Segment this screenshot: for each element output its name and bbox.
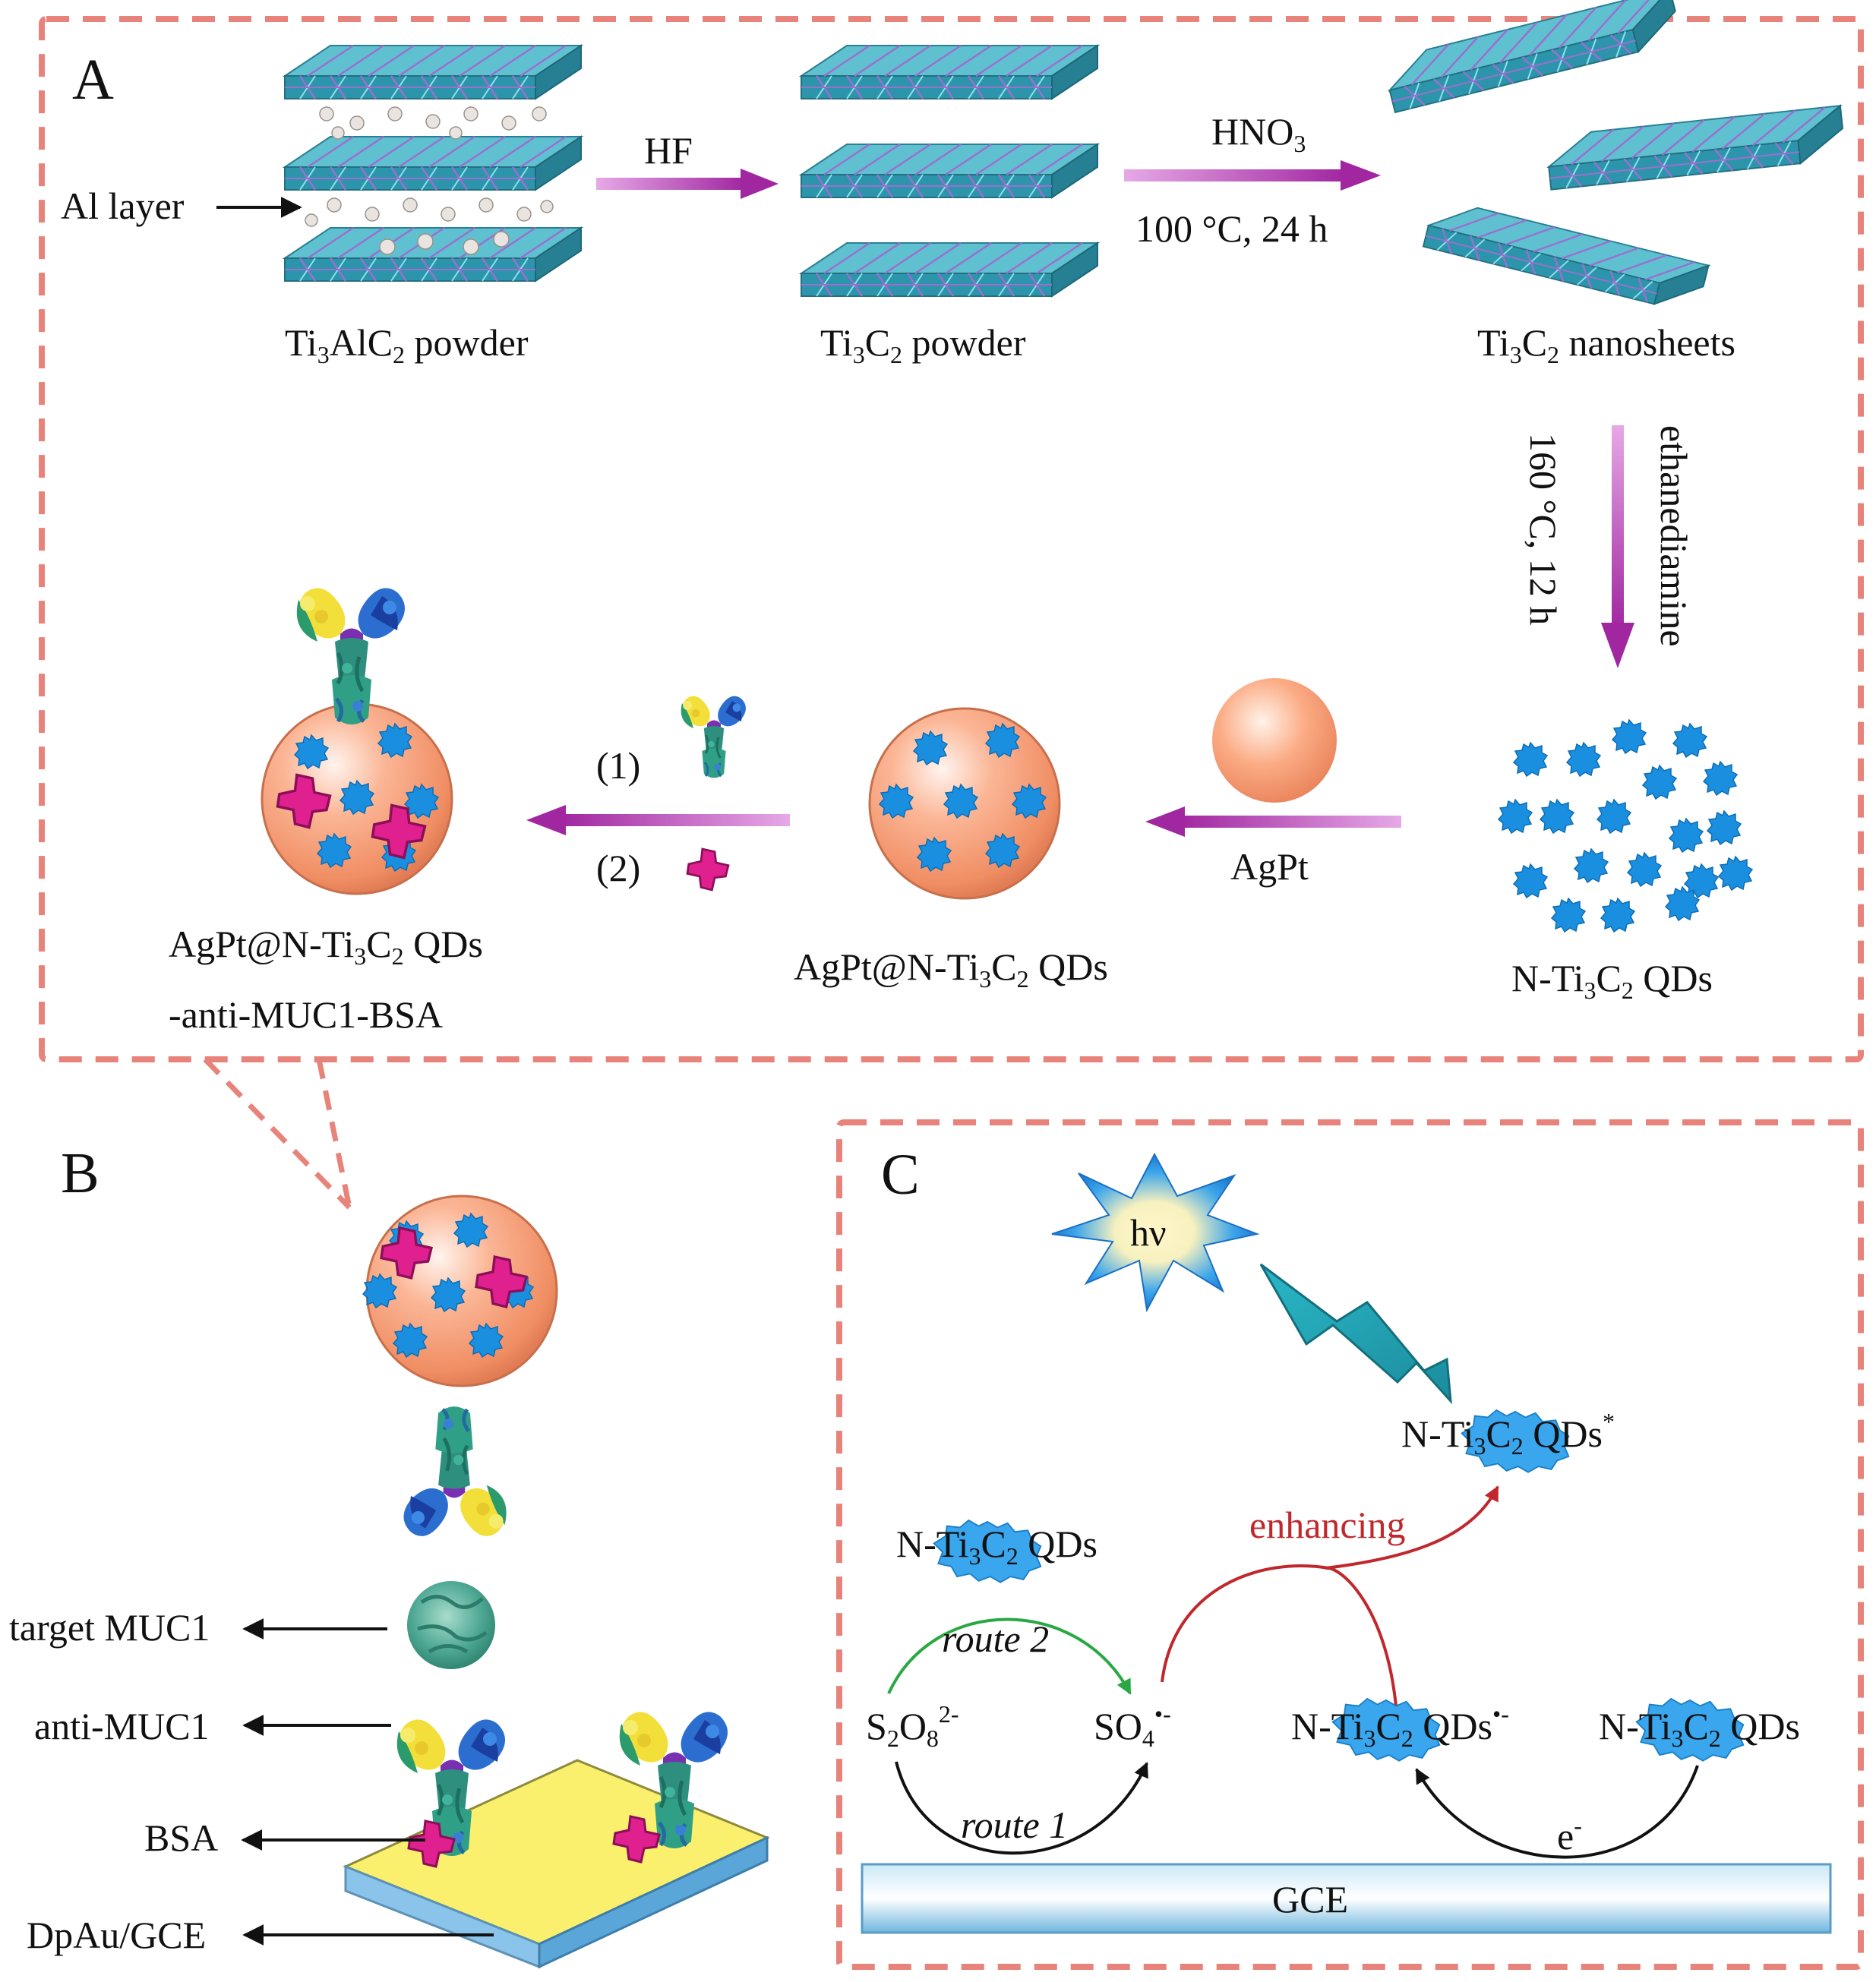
- agpt-nqds-label: AgPt@N-Ti3C2 QDs: [794, 945, 1108, 993]
- ground-qds-label: N-Ti3C2 QDs: [1599, 1705, 1800, 1752]
- ti3alc2-label: Ti3AlC2 powder: [285, 321, 529, 368]
- route2-arrow: [887, 1617, 1132, 1695]
- electron-label: e-: [1557, 1812, 1582, 1857]
- hno3-arrow: [1124, 169, 1344, 181]
- route2-label: route 2: [942, 1617, 1049, 1660]
- conjugation-arrow-head: [526, 805, 566, 835]
- step2-label: (2): [596, 847, 640, 889]
- electron-arrow: [1415, 1765, 1699, 1859]
- enhancing-arrow: [1325, 1485, 1499, 1570]
- n-ti3c2-qds-cluster: [1498, 719, 1753, 933]
- ethanediamine-label: ethanediamine: [1653, 425, 1695, 647]
- temp-time-label: 160 °C, 12 h: [1522, 433, 1565, 625]
- panel-c-border: [836, 1119, 1864, 1970]
- enhancing-label: enhancing: [1249, 1504, 1405, 1546]
- agpt-nqds-sphere: [868, 707, 1061, 900]
- hno3-arrow-head: [1341, 160, 1381, 191]
- sulfate-radical-label: SO4•-: [1094, 1700, 1171, 1752]
- agpt-particle: [1212, 678, 1337, 803]
- route2-qds-label: N-Ti3C2 QDs: [896, 1523, 1097, 1570]
- hno3-condition: 100 °C, 24 h: [1135, 207, 1328, 250]
- lightning-bolt-icon: [1259, 1263, 1452, 1405]
- final-conjugate-label-1: AgPt@N-Ti3C2 QDs: [169, 923, 483, 970]
- hf-arrow: [596, 178, 744, 190]
- panel-a-letter: A: [72, 48, 114, 112]
- panel-b-letter: B: [61, 1141, 99, 1205]
- panel-a-border: [39, 16, 1864, 1062]
- hv-label: hν: [1130, 1211, 1167, 1254]
- ethanediamine-arrow: [1612, 425, 1624, 626]
- n-ti3c2-qds-label: N-Ti3C2 QDs: [1511, 957, 1713, 1004]
- gce-electrode: [861, 1863, 1832, 1934]
- sensor-sphere: [362, 1195, 558, 1387]
- antibody-icon: [680, 695, 747, 779]
- enhancing-path-left: [1161, 1564, 1330, 1683]
- anti-muc1-label: anti-MUC1: [34, 1705, 210, 1747]
- agpt-arrow-head: [1145, 806, 1185, 837]
- excited-qds-label: N-Ti3C2 QDs*: [1401, 1408, 1615, 1460]
- zoom-line-right: [316, 1059, 352, 1208]
- hf-arrow-head: [741, 169, 779, 199]
- ti3c2-powder-stack: [800, 44, 1099, 298]
- ti3c2-nanosheets: [1381, 0, 1847, 316]
- hf-label: HF: [644, 129, 693, 172]
- agpt-label: AgPt: [1230, 845, 1309, 888]
- route1-arrow: [895, 1761, 1148, 1855]
- target-muc1: [407, 1581, 495, 1669]
- radical-qds-label: N-Ti3C2 QDs•-: [1291, 1700, 1509, 1752]
- hno3-label: HNO3: [1211, 110, 1306, 157]
- ti3alc2-stack: [283, 44, 583, 282]
- conjugation-arrow: [562, 814, 790, 826]
- panel-c-letter: C: [881, 1143, 920, 1207]
- ethanediamine-arrow-head: [1601, 623, 1634, 668]
- target-muc1-label: target MUC1: [9, 1606, 210, 1649]
- route1-label: route 1: [961, 1804, 1068, 1846]
- ti3c2-nanosheets-label: Ti3C2 nanosheets: [1477, 321, 1735, 368]
- detection-antibody: [404, 1406, 507, 1536]
- agpt-arrow: [1181, 816, 1401, 828]
- ti3c2-powder-label: Ti3C2 powder: [820, 321, 1026, 368]
- final-conjugate: [261, 588, 453, 895]
- bsa-icon: [686, 847, 730, 892]
- bsa-label: BSA: [144, 1816, 218, 1859]
- al-layer-label: Al layer: [61, 185, 185, 227]
- gce-label: GCE: [1272, 1878, 1348, 1920]
- persulfate-label: S2O82-: [866, 1700, 959, 1752]
- electrode-label: DpAu/GCE: [27, 1914, 206, 1956]
- final-conjugate-label-2: -anti-MUC1-BSA: [169, 993, 443, 1036]
- step1-label: (1): [596, 744, 640, 787]
- light-burst-icon: [1051, 1152, 1260, 1313]
- zoom-line-left: [203, 1057, 352, 1210]
